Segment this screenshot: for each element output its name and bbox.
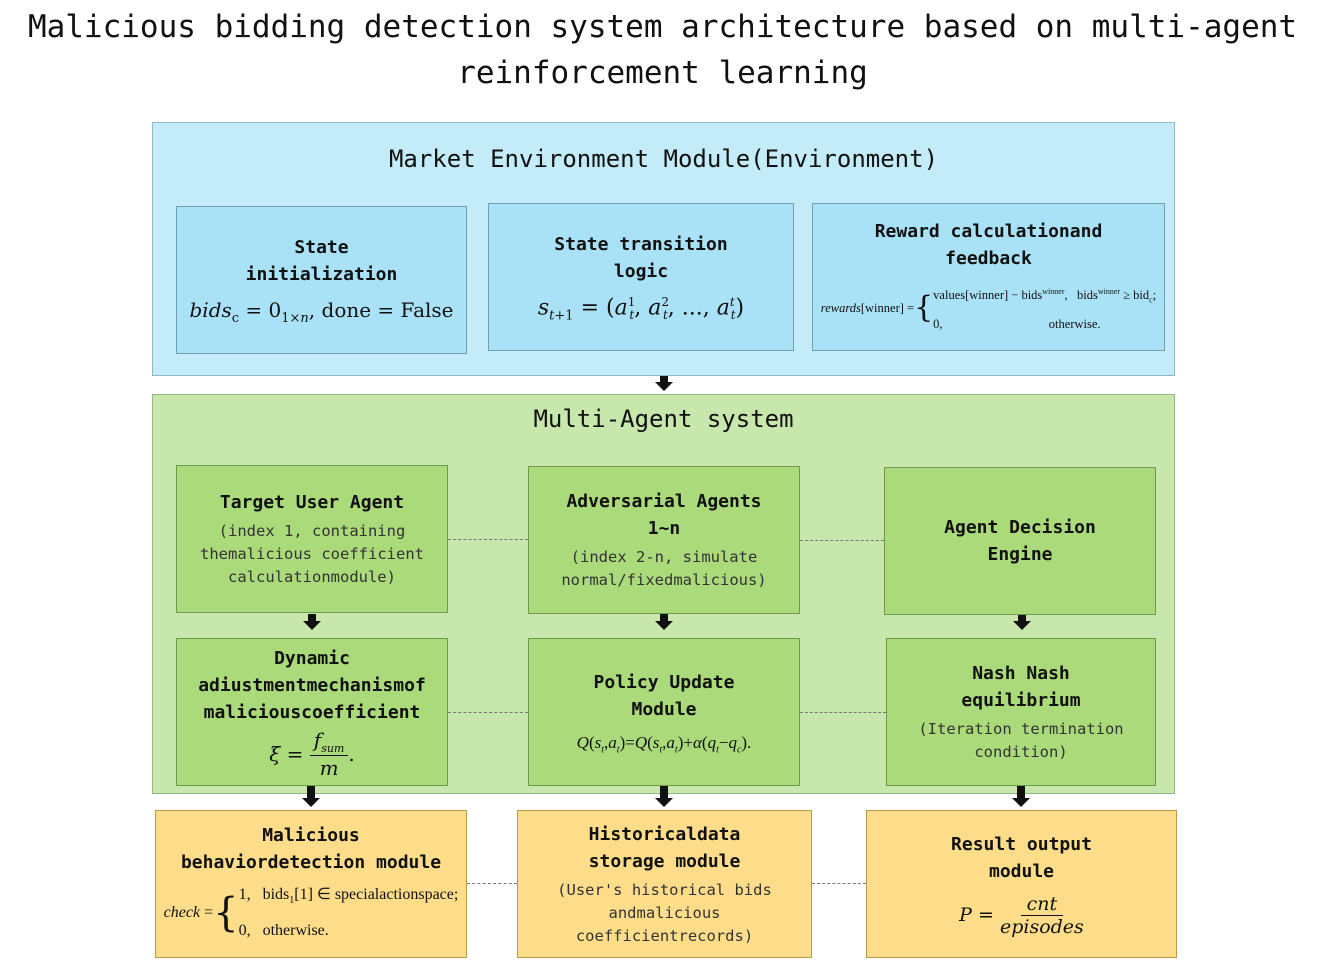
environment-heading: Market Environment Module(Environment): [388, 145, 939, 173]
arrow-down: [655, 786, 673, 807]
result-output-box: Result output module P = cnt episodes: [866, 810, 1177, 958]
state-initialization-box: State initialization bidsc = 01×n, done …: [176, 206, 467, 354]
dynamic-adjustment-formula: ξ = fsum m .: [269, 727, 355, 780]
malicious-detection-formula: check = { 1, bids1[1] ∈ specialactionspa…: [163, 885, 459, 940]
malicious-detection-box: Malicious behaviordetection module check…: [155, 810, 467, 958]
connector-dashed: [448, 712, 528, 713]
connector-dashed: [812, 883, 866, 884]
result-output-formula: P = cnt episodes: [959, 893, 1084, 938]
connector-dashed: [448, 539, 528, 540]
arrow-down: [1013, 615, 1031, 630]
state-transition-title: State transition logic: [554, 233, 728, 282]
adversarial-agents-title: Adversarial Agents 1~n: [566, 491, 762, 539]
historical-storage-box: Historicaldata storage module (User's hi…: [517, 810, 812, 958]
dynamic-adjustment-title: Dynamic adiustmentmechanismof maliciousc…: [198, 647, 426, 723]
historical-storage-desc: (User's historical bids andmalicious coe…: [557, 880, 772, 945]
adversarial-agents-desc: (index 2-n, simulate normal/fixedmalicio…: [561, 548, 767, 589]
connector-dashed: [800, 712, 886, 713]
target-user-agent-desc: (index 1, containing themalicious coeffi…: [200, 522, 424, 586]
state-initialization-title: State initialization: [245, 237, 398, 285]
agent-decision-engine-box: Agent Decision Engine: [884, 467, 1156, 615]
nash-equilibrium-box: Nash Nash equilibrium (Iteration termina…: [886, 638, 1156, 786]
state-transition-box: State transition logic st+1 = (a1t, a2t,…: [488, 203, 794, 351]
env-to-mas-arrow: [655, 376, 673, 391]
result-formula-den: episodes: [999, 915, 1084, 938]
target-user-agent-box: Target User Agent (index 1, containing t…: [176, 465, 448, 613]
historical-storage-title: Historicaldata storage module: [588, 823, 741, 872]
adversarial-agents-box: Adversarial Agents 1~n (index 2-n, simul…: [528, 466, 800, 614]
reward-formula: rewards[winner] = { values[winner] − bid…: [820, 286, 1157, 332]
policy-update-box: Policy Update Module Q(st,at)=Q(st,at)+α…: [528, 638, 800, 786]
result-output-title: Result output module: [951, 833, 1092, 882]
state-transition-formula: st+1 = (a1t, a2t, ..., att): [537, 294, 745, 324]
reward-feedback-box: Reward calculationand feedback rewards[w…: [812, 203, 1165, 351]
nash-equilibrium-desc: (Iteration termination condition): [918, 720, 1124, 761]
arrow-down: [1012, 786, 1030, 807]
result-formula-lhs: P =: [959, 904, 994, 926]
connector-dashed: [800, 540, 884, 541]
market-environment-module: Market Environment Module(Environment) S…: [152, 122, 1175, 376]
arrow-down: [655, 614, 673, 630]
arrow-down: [303, 614, 321, 630]
arrow-down: [302, 786, 320, 807]
result-formula-num: cnt: [1026, 892, 1058, 915]
agent-decision-engine-title: Agent Decision Engine: [944, 517, 1096, 565]
policy-update-title: Policy Update Module: [593, 671, 735, 720]
malicious-detection-title: Malicious behaviordetection module: [180, 824, 442, 873]
policy-update-formula: Q(st,at)=Q(st,at)+α(qt−qc).: [576, 732, 752, 756]
diagram-title: Malicious bidding detection system archi…: [27, 9, 1298, 91]
dynamic-adjustment-box: Dynamic adiustmentmechanismof maliciousc…: [176, 638, 448, 786]
reward-feedback-title: Reward calculationand feedback: [874, 220, 1103, 269]
nash-equilibrium-title: Nash Nash equilibrium: [961, 663, 1081, 711]
connector-dashed: [467, 883, 517, 884]
multi-agent-heading: Multi-Agent system: [533, 405, 794, 433]
multi-agent-system-module: Multi-Agent system Target User Agent (in…: [152, 394, 1175, 794]
target-user-agent-title: Target User Agent: [219, 492, 405, 513]
state-initialization-formula: bidsc = 01×n, done = False: [189, 298, 454, 326]
